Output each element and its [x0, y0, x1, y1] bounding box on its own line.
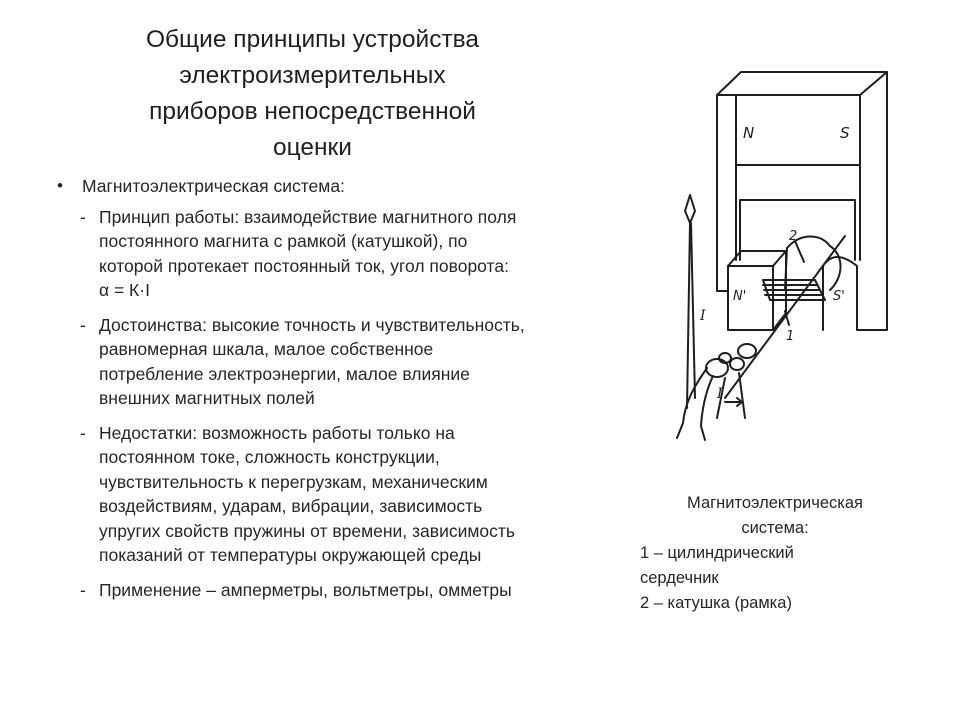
text-line: упругих свойств пружины от времени, зави…: [99, 520, 516, 541]
caption-line: 1 – цилиндрический: [640, 544, 794, 562]
pointer-arrow: [684, 194, 696, 224]
label-2: 2: [789, 229, 797, 244]
title-line: электроизмерительных: [179, 62, 446, 89]
sub-item-application: - Применение – амперметры, вольтметры, о…: [52, 578, 612, 603]
dash-marker: -: [80, 579, 86, 600]
text-line: внешних магнитных полей: [99, 388, 315, 408]
bullet-text: Магнитоэлектрическая система:: [82, 176, 345, 196]
label-leader-1: [784, 310, 790, 326]
bearing-lower: [705, 358, 729, 378]
text-line: равномерная шкала, малое собственное: [99, 339, 434, 359]
caption-line: сердечник: [640, 569, 719, 587]
slide-title: Общие принципы устройства электроизмерит…: [60, 22, 565, 166]
label-n: N: [743, 124, 754, 142]
magnet-outline: [716, 71, 888, 331]
label-n-prime: N': [733, 289, 746, 304]
dash-marker: -: [80, 422, 86, 443]
title-line: оценки: [273, 134, 352, 161]
spring-leads: [676, 367, 746, 441]
bullet-marker: •: [57, 176, 63, 195]
label-current-bottom: I: [716, 386, 723, 402]
axis-line: [724, 235, 846, 399]
dash-marker: -: [80, 314, 86, 335]
current-arrow-bottom: [724, 397, 743, 407]
dash-marker: -: [80, 206, 86, 227]
caption-line: 2 – катушка (рамка): [640, 594, 792, 612]
coil-frame: [762, 279, 826, 301]
spring-coil: [718, 352, 732, 364]
slide-body: • Магнитоэлектрическая система: - Принци…: [52, 174, 612, 612]
diagram-caption: Магнитоэлектрическая система: 1 – цилинд…: [640, 491, 910, 616]
text-line: постоянном токе, сложность конструкции,: [99, 447, 440, 467]
text-line: Применение – амперметры, вольтметры, омм…: [99, 579, 512, 600]
text-line: воздействиям, ударам, вибрации, зависимо…: [99, 496, 483, 516]
text-line: чувствительность к перегрузкам, механиче…: [99, 471, 488, 492]
caption-line: система:: [741, 519, 809, 537]
formula-line: α = К·I: [99, 280, 150, 300]
sub-item-principle: - Принцип работы: взаимодействие магнитн…: [52, 205, 612, 303]
caption-line: Магнитоэлектрическая: [687, 494, 863, 512]
bearing-ring: [729, 357, 745, 371]
text-line: Недостатки: возможность работы только на: [99, 422, 455, 443]
label-1: 1: [786, 329, 794, 344]
bearing-upper: [737, 343, 757, 359]
core-cylinder: [784, 235, 842, 291]
title-line: приборов непосредственной: [149, 98, 476, 125]
text-line: постоянного магнита с рамкой (катушкой),…: [99, 231, 468, 251]
label-s: S: [840, 124, 850, 142]
text-line: потребление электроэнергии, малое влияни…: [99, 363, 470, 384]
pointer-needle: [686, 222, 696, 409]
sub-item-disadvantages: - Недостатки: возможность работы только …: [52, 421, 612, 568]
title-line: Общие принципы устройства: [145, 26, 480, 53]
sub-item-advantages: - Достоинства: высокие точность и чувств…: [52, 313, 612, 411]
label-leader-2: [794, 240, 805, 263]
text-line: показаний от температуры окружающей сред…: [99, 545, 482, 565]
magnetoelectric-mechanism-diagram: N S N' S' 2 1 I I: [676, 71, 888, 441]
text-line: Принцип работы: взаимодействие магнитног…: [99, 206, 517, 227]
label-current-left: I: [699, 308, 706, 324]
bullet-item: • Магнитоэлектрическая система:: [52, 174, 612, 199]
label-s-prime: S': [833, 289, 845, 304]
text-line: Достоинства: высокие точность и чувствит…: [99, 314, 525, 335]
text-line: которой протекает постоянный ток, угол п…: [99, 255, 509, 276]
